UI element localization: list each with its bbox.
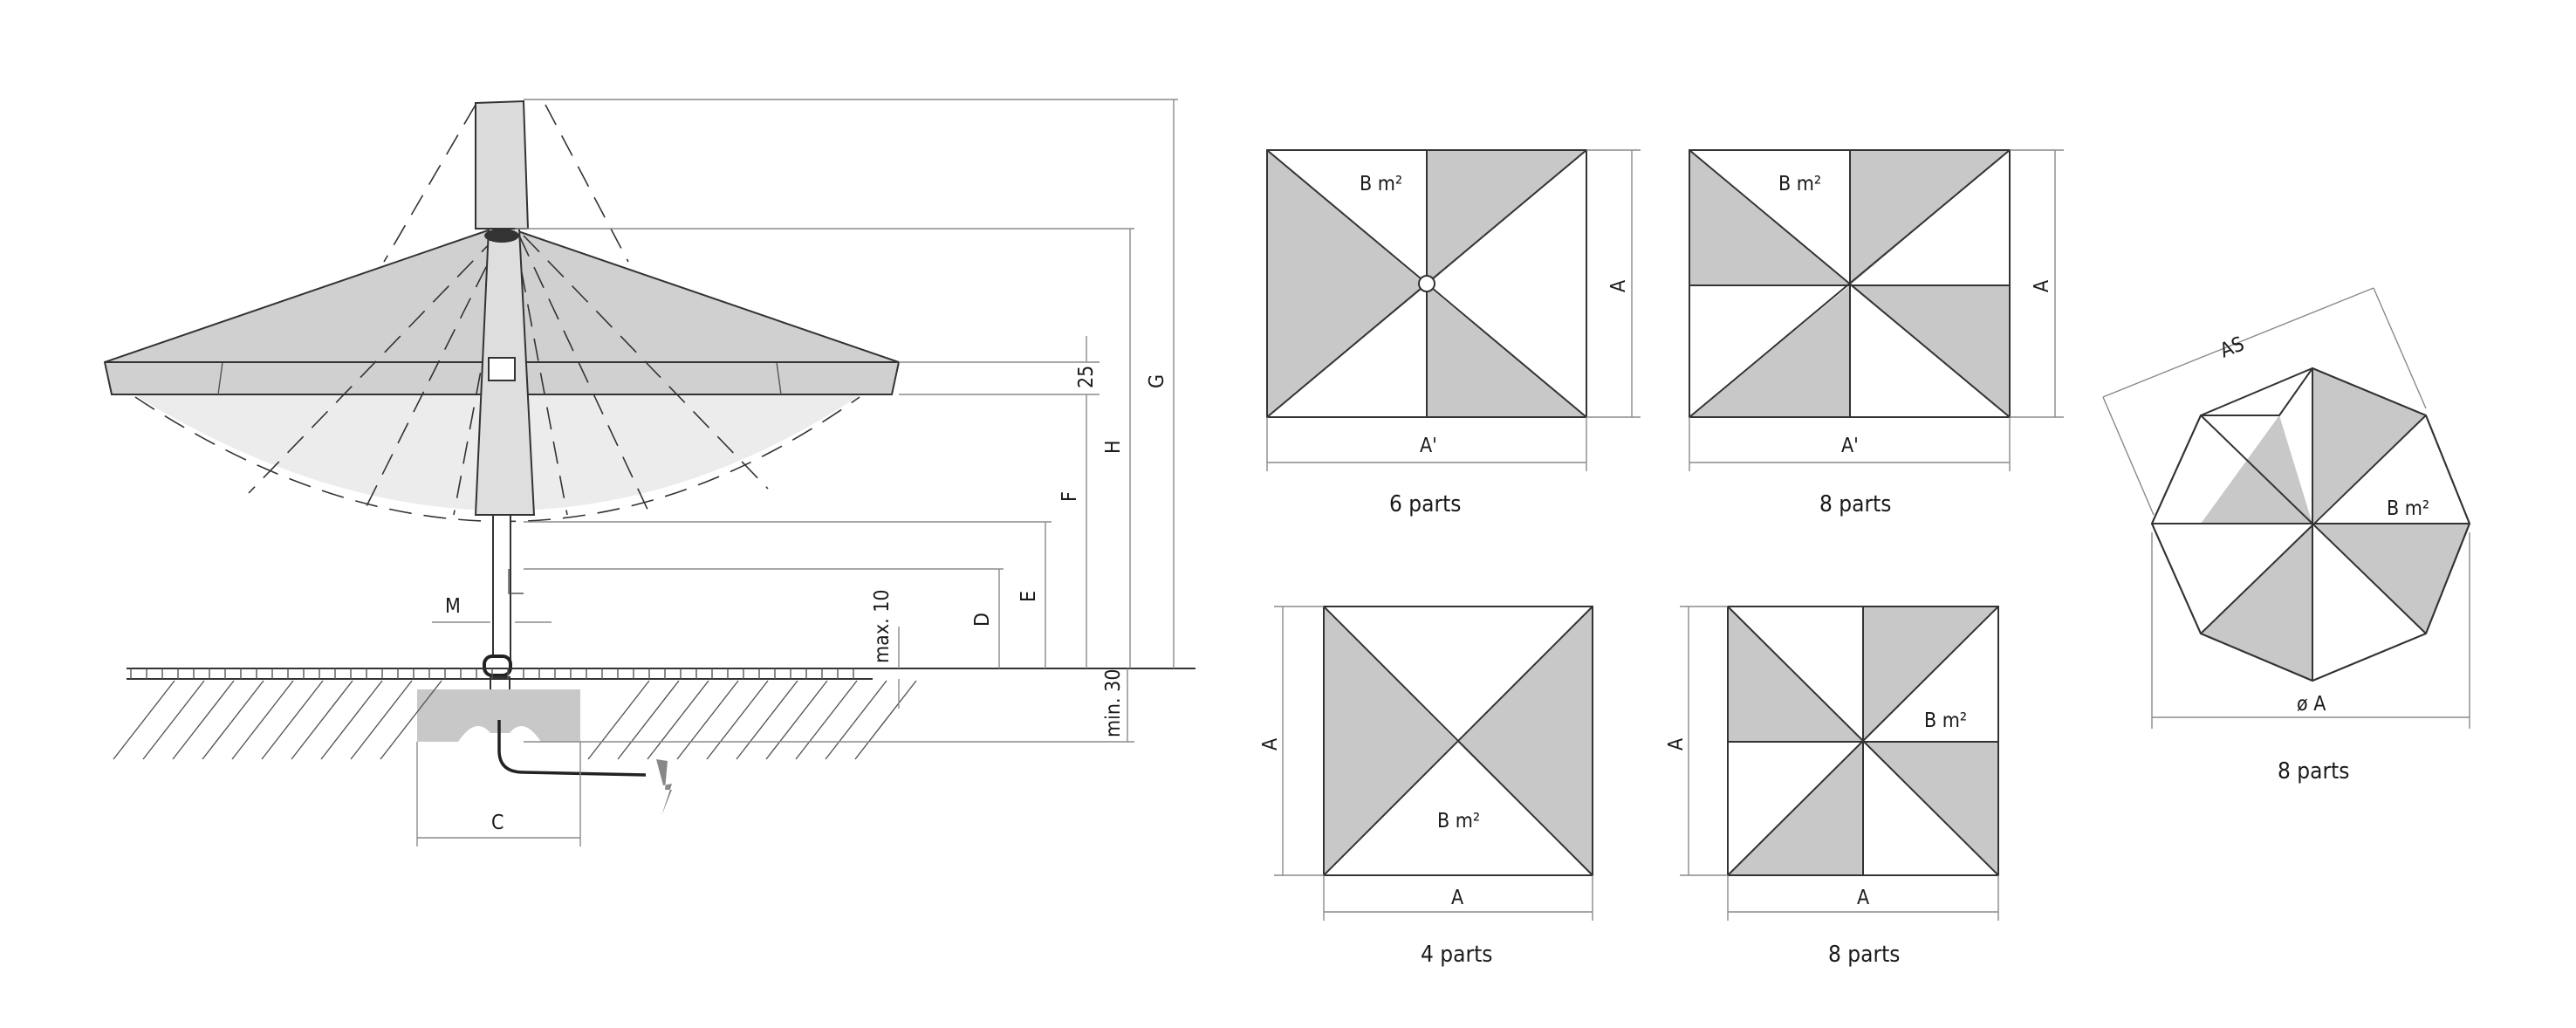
foundation (417, 689, 580, 742)
area-label: B m² (1360, 173, 1402, 195)
label-E: E (1017, 591, 1040, 602)
power-cable (497, 720, 647, 777)
caption-8-parts-octagon: 8 parts (2278, 758, 2349, 785)
width-label: A' (1420, 435, 1437, 457)
area-label: B m² (1778, 173, 1821, 195)
label-max10: max. 10 (871, 589, 894, 663)
hatch-line (736, 680, 798, 760)
hatch-line (795, 680, 858, 760)
label-H: H (1102, 440, 1125, 454)
height-label: A (1259, 738, 1282, 750)
plan-square-8-parts: B m² A A 8 parts (1665, 606, 1999, 968)
hatch-line (320, 680, 383, 760)
width-label: A (1857, 887, 1869, 909)
hatch-line (291, 680, 353, 760)
lightning-icon (656, 759, 672, 816)
soil-hatching (113, 680, 917, 760)
canopy-ribs (248, 235, 769, 516)
hatch-line (202, 680, 264, 760)
label-D: D (971, 613, 994, 627)
hatch-line (706, 680, 769, 760)
plan-square-4-parts: B m² A A 4 parts (1259, 606, 1593, 968)
width-label: A' (1841, 435, 1859, 457)
hatch-line (380, 680, 442, 760)
caption-8-parts-square: 8 parts (1828, 942, 1900, 968)
label-G: G (1146, 374, 1168, 388)
hatch-line (587, 680, 650, 760)
hatch-line (231, 680, 294, 760)
hatch-line (765, 680, 828, 760)
caption-8-parts-rect: 8 parts (1819, 491, 1891, 517)
width-label: A (1451, 887, 1463, 909)
mast-top (475, 99, 530, 230)
hatch-line (676, 680, 739, 760)
label-C: C (491, 812, 504, 834)
hatch-line (113, 680, 175, 760)
area-label: B m² (1437, 810, 1480, 833)
crown-hub (484, 229, 519, 243)
hatch-line (350, 680, 413, 760)
hatch-line (142, 680, 205, 760)
canopy-closed-outline (383, 104, 629, 263)
hatch-line (617, 680, 680, 760)
hatch-line (172, 680, 235, 760)
area-label: B m² (2387, 497, 2429, 520)
diameter-label: ø A (2297, 693, 2326, 716)
hatch-line (647, 680, 709, 760)
dimension-lines (416, 99, 1178, 846)
label-F: F (1058, 491, 1081, 502)
caption-4-parts: 4 parts (1421, 942, 1492, 968)
height-label: A (2031, 280, 2053, 292)
plan-rect-6-parts: B m² A A' 6 parts (1266, 149, 1641, 517)
side-view-labels: 25 G H F E D max. 10 min. 30 M C (445, 366, 1168, 834)
paving (127, 668, 1196, 680)
height-label: A (1607, 280, 1630, 292)
side-view: 25 G H F E D max. 10 min. 30 M C (103, 99, 1196, 846)
label-25: 25 (1075, 366, 1098, 388)
area-label: B m² (1924, 709, 1967, 732)
pole (492, 514, 511, 664)
height-label: A (1665, 738, 1688, 750)
hatch-line (854, 680, 917, 760)
plan-rect-8-parts: B m² A A' 8 parts (1689, 149, 2064, 517)
side-label: AS (2217, 332, 2248, 362)
label-M: M (445, 595, 461, 618)
hatch-line (825, 680, 887, 760)
ground-joint (483, 654, 512, 677)
hatch-line (261, 680, 324, 760)
caption-6-parts: 6 parts (1389, 491, 1461, 517)
runner (488, 357, 516, 381)
center-hub (1418, 275, 1435, 292)
plan-octagon-8-parts: AS B m² ø A 8 parts (2102, 287, 2471, 785)
label-min30: min. 30 (1102, 669, 1125, 738)
